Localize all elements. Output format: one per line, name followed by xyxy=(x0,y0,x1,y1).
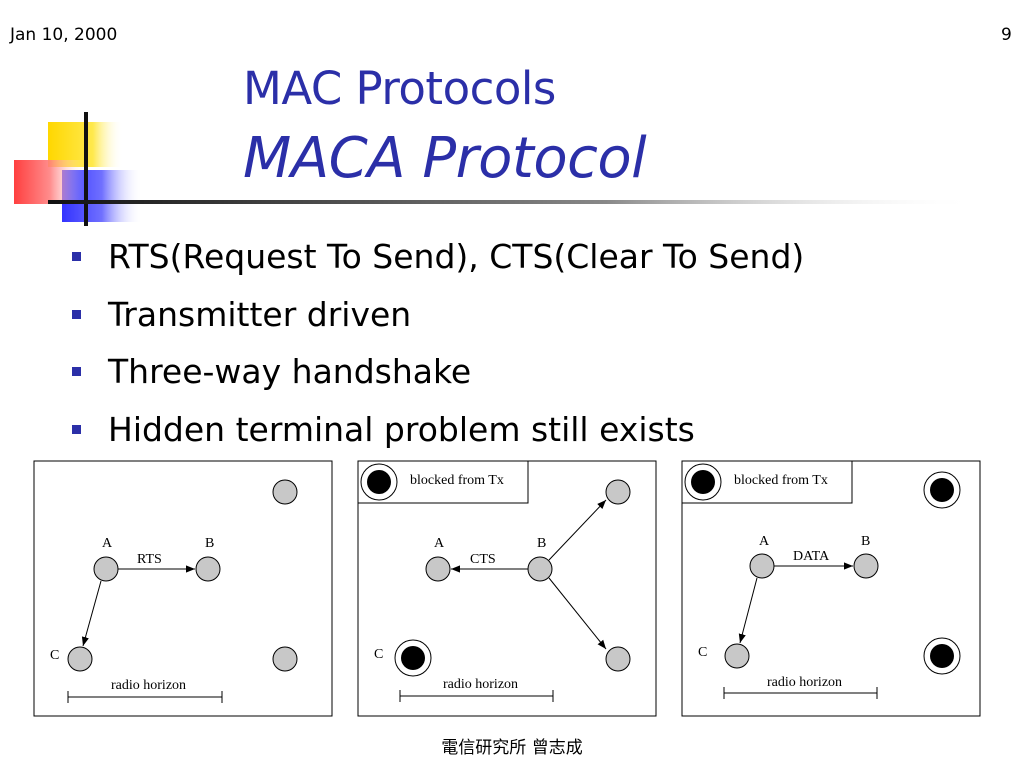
node-idle xyxy=(605,479,631,505)
blocked-node xyxy=(930,644,954,668)
radio-horizon-label: radio horizon xyxy=(767,675,842,690)
label-a: A xyxy=(759,534,770,549)
node-a xyxy=(93,556,119,582)
node-idle xyxy=(272,646,298,672)
bullet-square-icon xyxy=(72,424,81,434)
node-b xyxy=(853,553,879,579)
radio-horizon-label: radio horizon xyxy=(111,678,186,693)
message-label: DATA xyxy=(793,549,830,564)
bullet-item: Hidden terminal problem still exists xyxy=(72,401,804,459)
bullet-item: Three-way handshake xyxy=(72,343,804,401)
label-c: C xyxy=(50,648,59,663)
bullet-item: Transmitter driven xyxy=(72,286,804,344)
bullet-square-icon xyxy=(72,252,81,262)
arrow-down xyxy=(548,577,607,650)
node-idle xyxy=(272,479,298,505)
page-number: 9 xyxy=(1001,25,1012,45)
slide-subtitle: MACA Protocol xyxy=(243,126,647,191)
node-a xyxy=(749,553,775,579)
label-b: B xyxy=(861,534,870,549)
slide-title: MAC Protocols xyxy=(243,62,556,115)
vertical-bar xyxy=(84,112,88,226)
slide-footer: 電信研究所 曾志成 xyxy=(441,738,583,758)
bullet-list: RTS(Request To Send), CTS(Clear To Send)… xyxy=(72,228,804,458)
decorative-squares xyxy=(14,112,142,226)
message-label: CTS xyxy=(470,552,496,567)
label-a: A xyxy=(102,536,113,551)
bullet-item: RTS(Request To Send), CTS(Clear To Send) xyxy=(72,228,804,286)
blocked-node xyxy=(367,470,391,494)
node-c xyxy=(67,646,93,672)
label-b: B xyxy=(205,536,214,551)
bullet-text: Three-way handshake xyxy=(108,352,472,392)
red-square xyxy=(14,160,86,204)
node-idle xyxy=(605,646,631,672)
blocked-node xyxy=(691,470,715,494)
arrow-up xyxy=(548,499,607,561)
message-label: RTS xyxy=(137,552,162,567)
title-rule xyxy=(48,200,978,204)
diagram-rts: A B C RTS radio horizon xyxy=(33,460,333,717)
label-c: C xyxy=(698,645,707,660)
label-a: A xyxy=(434,536,445,551)
diagram-cts: blocked from Tx A B C CTS radio horizon xyxy=(357,460,657,717)
bullet-square-icon xyxy=(72,309,81,319)
arrow-to-c xyxy=(738,577,758,644)
blocked-node-c xyxy=(401,646,425,670)
diagram-data: blocked from Tx A B C DATA radio horizon xyxy=(681,460,981,717)
node-c xyxy=(724,643,750,669)
node-b xyxy=(527,556,553,582)
blocked-label: blocked from Tx xyxy=(734,473,828,488)
bullet-text: RTS(Request To Send), CTS(Clear To Send) xyxy=(108,237,805,277)
label-c: C xyxy=(374,647,383,662)
blocked-label: blocked from Tx xyxy=(410,473,504,488)
radio-horizon-label: radio horizon xyxy=(443,677,518,692)
bullet-square-icon xyxy=(72,367,81,377)
bullet-text: Transmitter driven xyxy=(108,294,412,334)
node-a xyxy=(425,556,451,582)
label-b: B xyxy=(537,536,546,551)
arrow-to-c xyxy=(81,580,102,647)
slide-date: Jan 10, 2000 xyxy=(10,25,118,45)
bullet-text: Hidden terminal problem still exists xyxy=(108,409,695,449)
blocked-node xyxy=(930,478,954,502)
node-b xyxy=(195,556,221,582)
